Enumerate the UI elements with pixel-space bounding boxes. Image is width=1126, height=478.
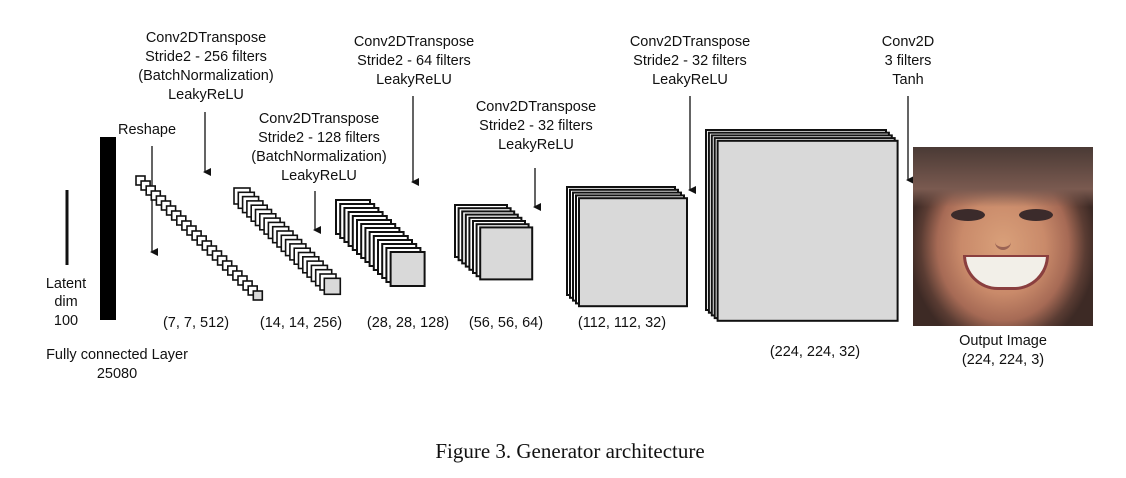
latent-label-1: Latent	[46, 276, 86, 292]
layer1-label-line2: Stride2 - 256 filters	[145, 49, 267, 65]
layer4-tensor-stack	[454, 204, 534, 281]
layer1-label-line4: LeakyReLU	[168, 87, 244, 103]
layer5-tensor-stack	[566, 186, 688, 308]
layer1-label-line3: (BatchNormalization)	[138, 68, 273, 84]
layer2-label: Conv2DTranspose Stride2 - 128 filters (B…	[251, 111, 386, 184]
layer3-label-line1: Conv2DTranspose	[354, 34, 474, 50]
layer5-label: Conv2DTranspose Stride2 - 32 filters Lea…	[630, 34, 750, 88]
layer3-label: Conv2DTranspose Stride2 - 64 filters Lea…	[354, 34, 474, 88]
layer5-label-line3: LeakyReLU	[652, 72, 728, 88]
layer4-shape: (56, 56, 64)	[469, 315, 543, 331]
layer2-label-line4: LeakyReLU	[281, 168, 357, 184]
layer5-slice	[578, 197, 688, 308]
layer1-slice	[252, 290, 264, 301]
output-layer-label-line1: Conv2D	[882, 34, 934, 50]
layer4-slice	[479, 226, 534, 281]
layer1-label: Conv2DTranspose Stride2 - 256 filters (B…	[138, 30, 273, 103]
layer4-label-line1: Conv2DTranspose	[476, 99, 596, 115]
fully-connected-bar	[100, 137, 116, 320]
layer3-tensor-stack	[335, 199, 426, 287]
output-layer-label: Conv2D 3 filters Tanh	[882, 34, 934, 88]
layer3-label-line3: LeakyReLU	[376, 72, 452, 88]
fc-label-1: Fully connected Layer	[46, 347, 188, 363]
layer2-shape: (14, 14, 256)	[260, 315, 342, 331]
latent-label-2: dim	[54, 294, 77, 310]
layer2-label-line2: Stride2 - 128 filters	[258, 130, 380, 146]
layer4-label-line2: Stride2 - 32 filters	[479, 118, 593, 134]
face-nose	[995, 225, 1011, 250]
figure-caption: Figure 3. Generator architecture	[435, 439, 704, 463]
layer6-tensor-stack	[705, 129, 899, 322]
layer2-label-line1: Conv2DTranspose	[259, 111, 379, 127]
output-image-label: Output Image	[959, 333, 1047, 349]
output-layer-label-line2: 3 filters	[885, 53, 932, 69]
layer6-shape: (224, 224, 32)	[770, 344, 860, 360]
fc-label-2: 25080	[97, 366, 137, 382]
face-right-eye	[1019, 209, 1053, 221]
layer1-label-line1: Conv2DTranspose	[146, 30, 266, 46]
layer6-slice	[716, 139, 899, 322]
output-image-shape: (224, 224, 3)	[962, 352, 1044, 368]
layer2-label-line3: (BatchNormalization)	[251, 149, 386, 165]
output-face-image	[913, 147, 1093, 326]
latent-label-3: 100	[54, 313, 78, 329]
layer2-tensor-stack	[233, 187, 342, 296]
layer5-label-line2: Stride2 - 32 filters	[633, 53, 747, 69]
layer3-label-line2: Stride2 - 64 filters	[357, 53, 471, 69]
face-smile	[963, 255, 1049, 290]
output-layer-label-line3: Tanh	[892, 72, 923, 88]
layer3-shape: (28, 28, 128)	[367, 315, 449, 331]
layer4-label: Conv2DTranspose Stride2 - 32 filters Lea…	[476, 99, 596, 153]
reshape-label: Reshape	[118, 122, 176, 138]
layer5-shape: (112, 112, 32)	[578, 315, 666, 331]
layer3-slice	[389, 251, 426, 287]
face-left-eye	[951, 209, 985, 221]
layer2-slice	[323, 277, 342, 296]
layer1-shape: (7, 7, 512)	[163, 315, 229, 331]
layer4-label-line3: LeakyReLU	[498, 137, 574, 153]
layer1-tensor-stack	[135, 175, 264, 301]
layer5-label-line1: Conv2DTranspose	[630, 34, 750, 50]
face-hair	[913, 147, 1093, 207]
